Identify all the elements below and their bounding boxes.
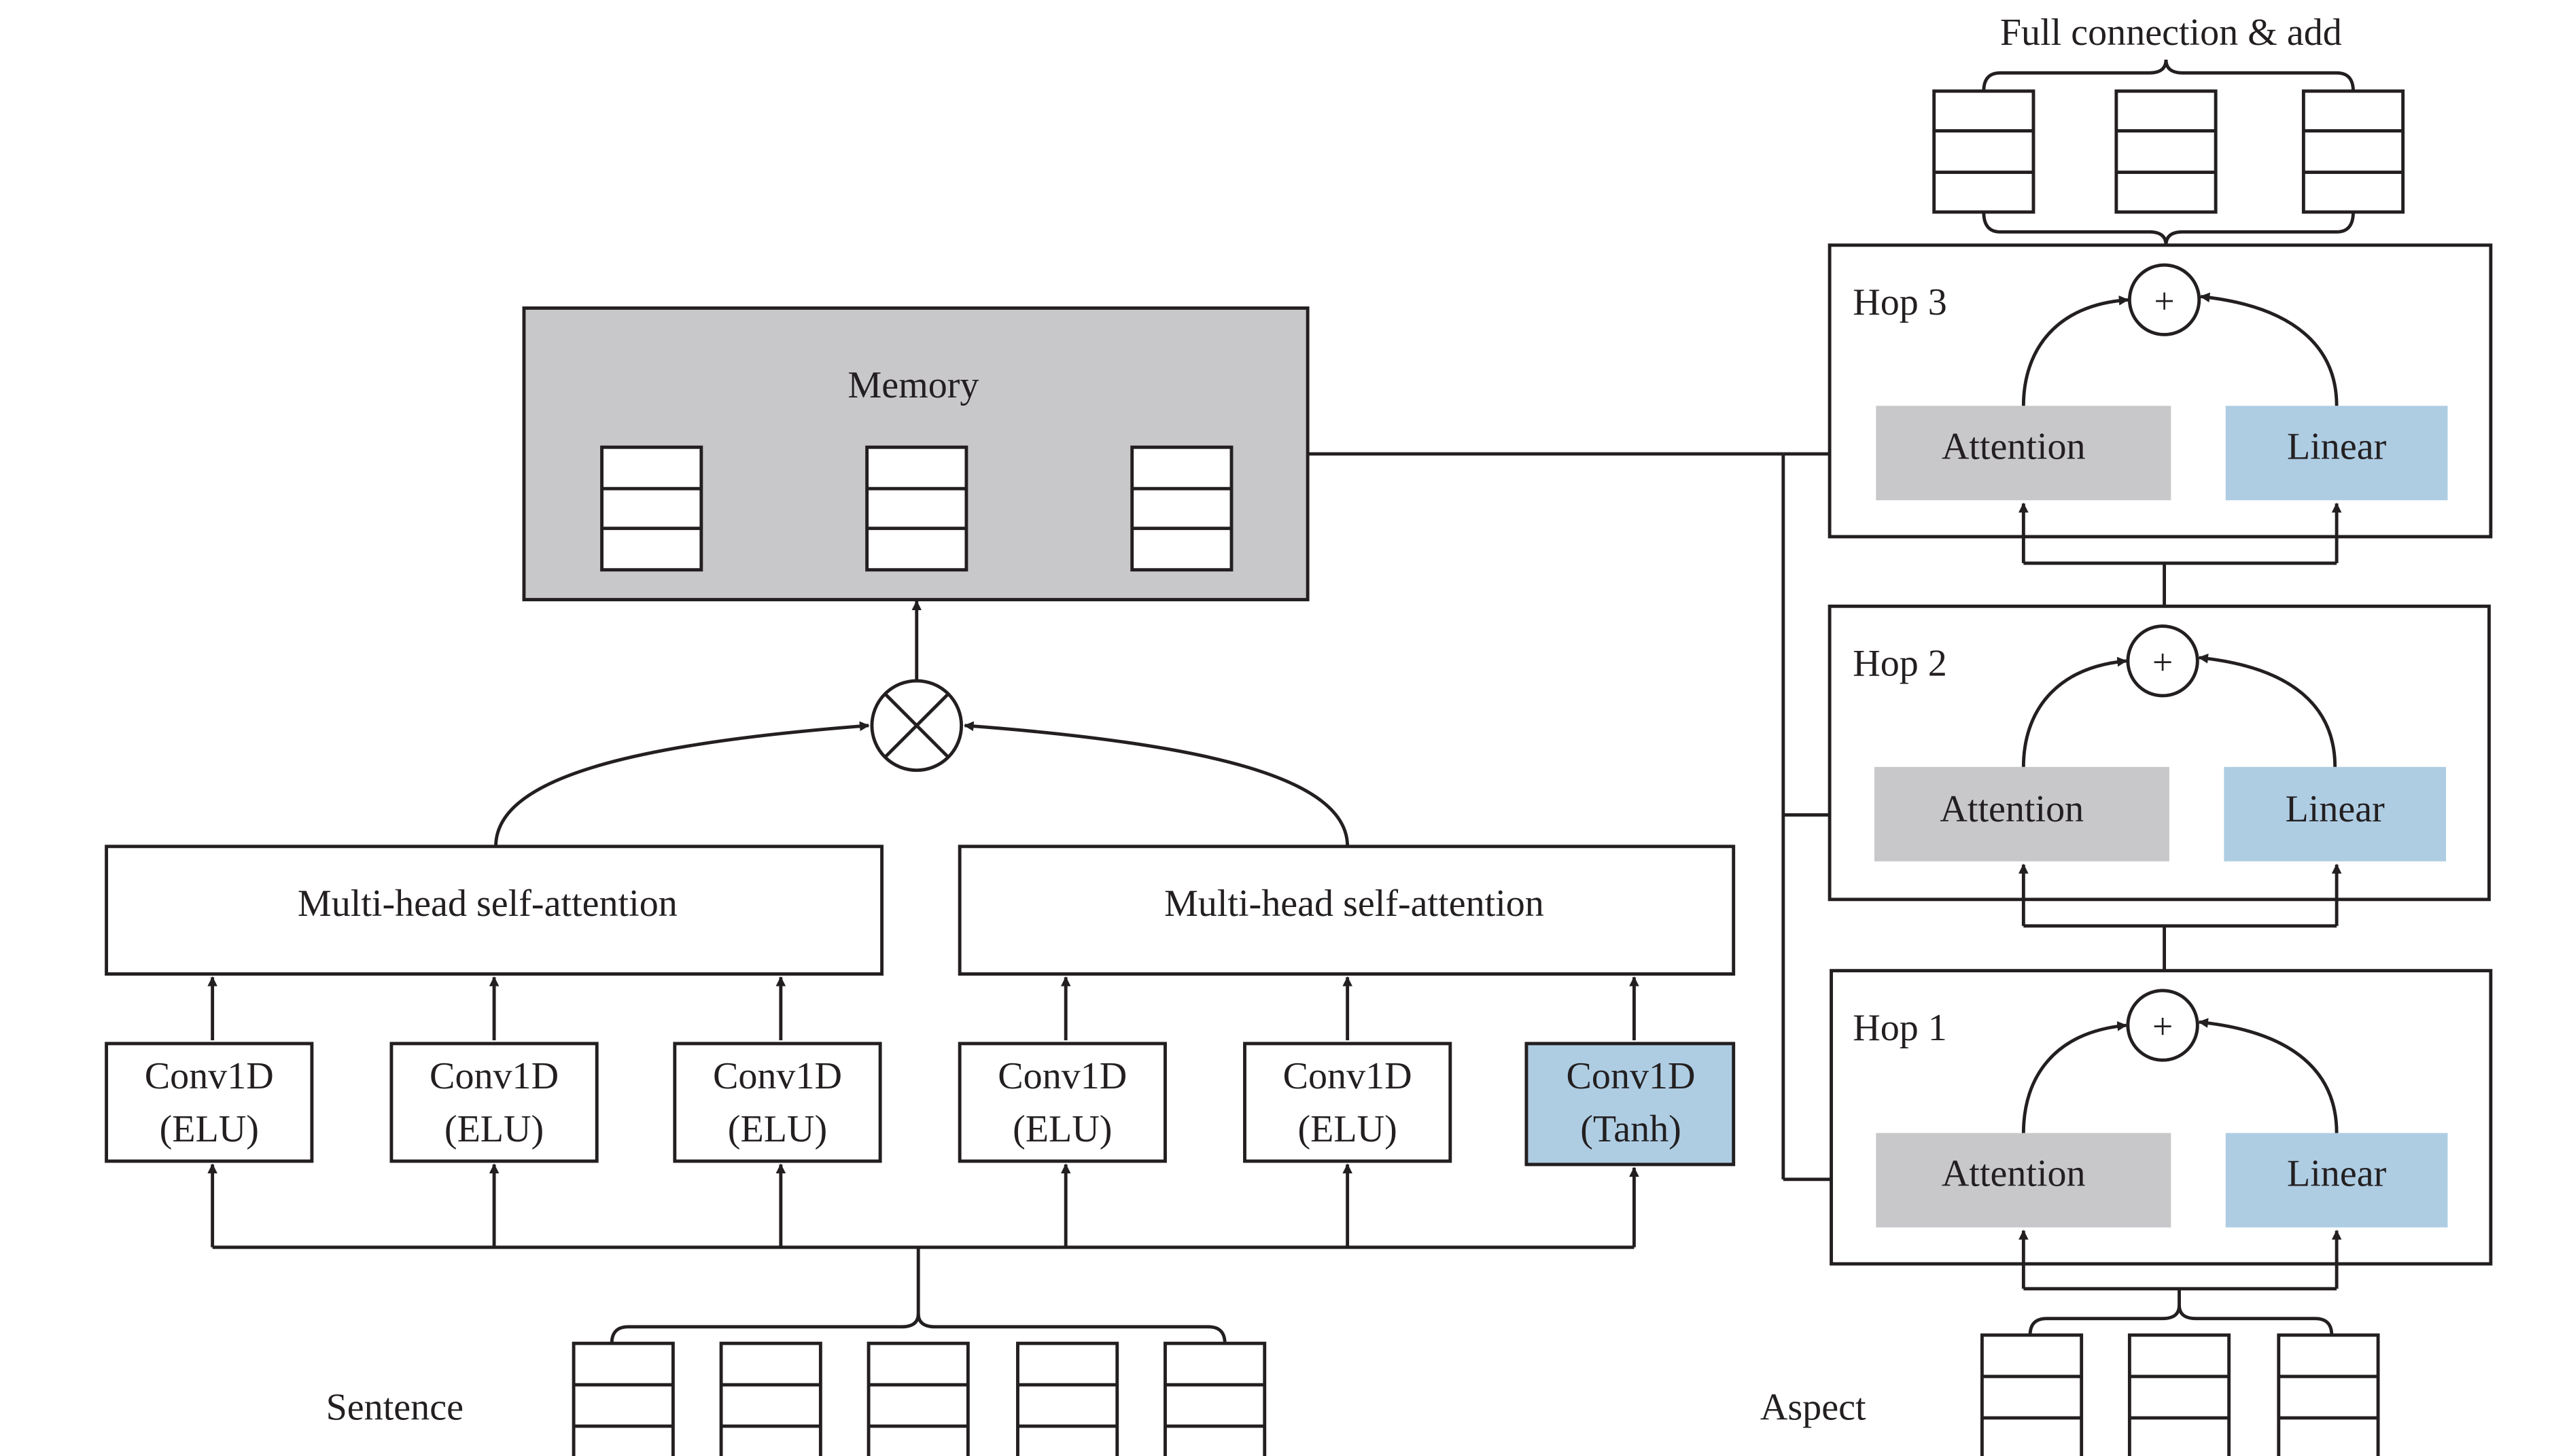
hop3-attention-box (1876, 406, 2171, 501)
mhsa-left-to-multiply-arrow (494, 721, 870, 847)
hop2-add-node (2126, 624, 2199, 698)
sentence-brace (610, 1313, 1227, 1344)
multiply-node (870, 679, 964, 773)
hop1-block: Hop 1 Attention Linear + (1830, 969, 2493, 1266)
mhsa-right-box (958, 845, 1736, 976)
sentence-bus (207, 1163, 1639, 1317)
hop3-attention-label: Attention (1942, 425, 2086, 467)
hop1-attention-label: Attention (1942, 1153, 2086, 1195)
svg-text:Conv1D: Conv1D (1567, 1055, 1696, 1097)
conv1d-elu-4: Conv1D (ELU) (958, 1042, 1167, 1163)
hop2-linear-label: Linear (2286, 788, 2386, 830)
sentence-vector-3 (867, 1341, 970, 1456)
svg-text:+: + (2152, 641, 2173, 682)
hop2-attention-label: Attention (1940, 788, 2084, 830)
conv1d-elu-2: Conv1D (ELU) (389, 1042, 599, 1163)
aspect-vector-3 (2277, 1333, 2380, 1456)
output-vector-1 (1932, 89, 2035, 214)
output-brace (1982, 59, 2355, 92)
hop1-add-node (2126, 989, 2199, 1062)
sentence-vector-4 (1016, 1341, 1119, 1456)
svg-text:Conv1D: Conv1D (430, 1055, 559, 1097)
conv1d-tanh: Conv1D (Tanh) (1524, 1042, 1736, 1167)
sentence-vector-2 (719, 1341, 822, 1456)
aspect-brace (2028, 1304, 2334, 1336)
svg-text:+: + (2154, 281, 2174, 321)
hop3-linear-box (2225, 406, 2448, 501)
hop3-block: Hop 3 Attention Linear + (1828, 243, 2493, 539)
aspect-vector-2 (2127, 1333, 2231, 1456)
hop3-add-node (2127, 263, 2201, 336)
mhsa-right-to-multiply-arrow (964, 721, 1350, 847)
hop1-label: Hop 1 (1853, 1007, 1947, 1049)
conv1d-elu-3: Conv1D (ELU) (673, 1042, 882, 1163)
aspect-label: Aspect (1760, 1386, 1866, 1428)
memory-vector-3 (1130, 445, 1234, 572)
output-vector-2 (2114, 89, 2218, 214)
hop1-to-hop2-connector (2018, 864, 2342, 991)
conv1d-elu-1: Conv1D (ELU) (105, 1042, 314, 1163)
hop1-attention-box (1876, 1133, 2171, 1228)
svg-text:(Tanh): (Tanh) (1580, 1108, 1681, 1150)
svg-text:(ELU): (ELU) (1013, 1108, 1112, 1150)
memory-vector-1 (600, 445, 703, 572)
hop2-attention-box (1874, 766, 2169, 862)
svg-text:(ELU): (ELU) (1297, 1108, 1397, 1150)
hop2-block: Hop 2 Attention Linear + (1828, 604, 2491, 902)
memory-label: Memory (847, 364, 979, 406)
svg-text:(ELU): (ELU) (160, 1108, 259, 1150)
hop1-linear-box (2225, 1133, 2448, 1228)
conv1d-elu-5: Conv1D (ELU) (1243, 1042, 1452, 1163)
aspect-vector-1 (1980, 1333, 2084, 1456)
mhsa-right-label: Multi-head self-attention (1164, 883, 1544, 925)
mhsa-left-box (105, 845, 884, 976)
hop2-label: Hop 2 (1853, 643, 1947, 685)
hop3-label: Hop 3 (1853, 281, 1947, 323)
sentence-vector-5 (1164, 1341, 1267, 1456)
hop3-output-brace (1982, 211, 2355, 245)
hop1-linear-label: Linear (2287, 1153, 2387, 1195)
svg-text:+: + (2152, 1006, 2173, 1047)
svg-text:Conv1D: Conv1D (145, 1055, 274, 1097)
hop2-linear-box (2224, 766, 2447, 862)
svg-text:Conv1D: Conv1D (1283, 1055, 1412, 1097)
sentence-vector-1 (572, 1341, 675, 1456)
sentence-label: Sentence (326, 1386, 464, 1428)
svg-text:Conv1D: Conv1D (998, 1055, 1127, 1097)
mhsa-left-label: Multi-head self-attention (298, 883, 678, 925)
memory-vector-2 (865, 445, 968, 572)
conv-to-mhsa-arrows (207, 976, 1639, 1041)
svg-text:Conv1D: Conv1D (713, 1055, 842, 1097)
svg-text:(ELU): (ELU) (444, 1108, 544, 1150)
hop3-linear-label: Linear (2287, 425, 2387, 467)
output-vector-3 (2301, 89, 2405, 214)
full-connection-label: Full connection & add (2000, 12, 2342, 54)
svg-text:(ELU): (ELU) (728, 1108, 827, 1150)
hop2-to-hop3-connector (2018, 502, 2342, 626)
